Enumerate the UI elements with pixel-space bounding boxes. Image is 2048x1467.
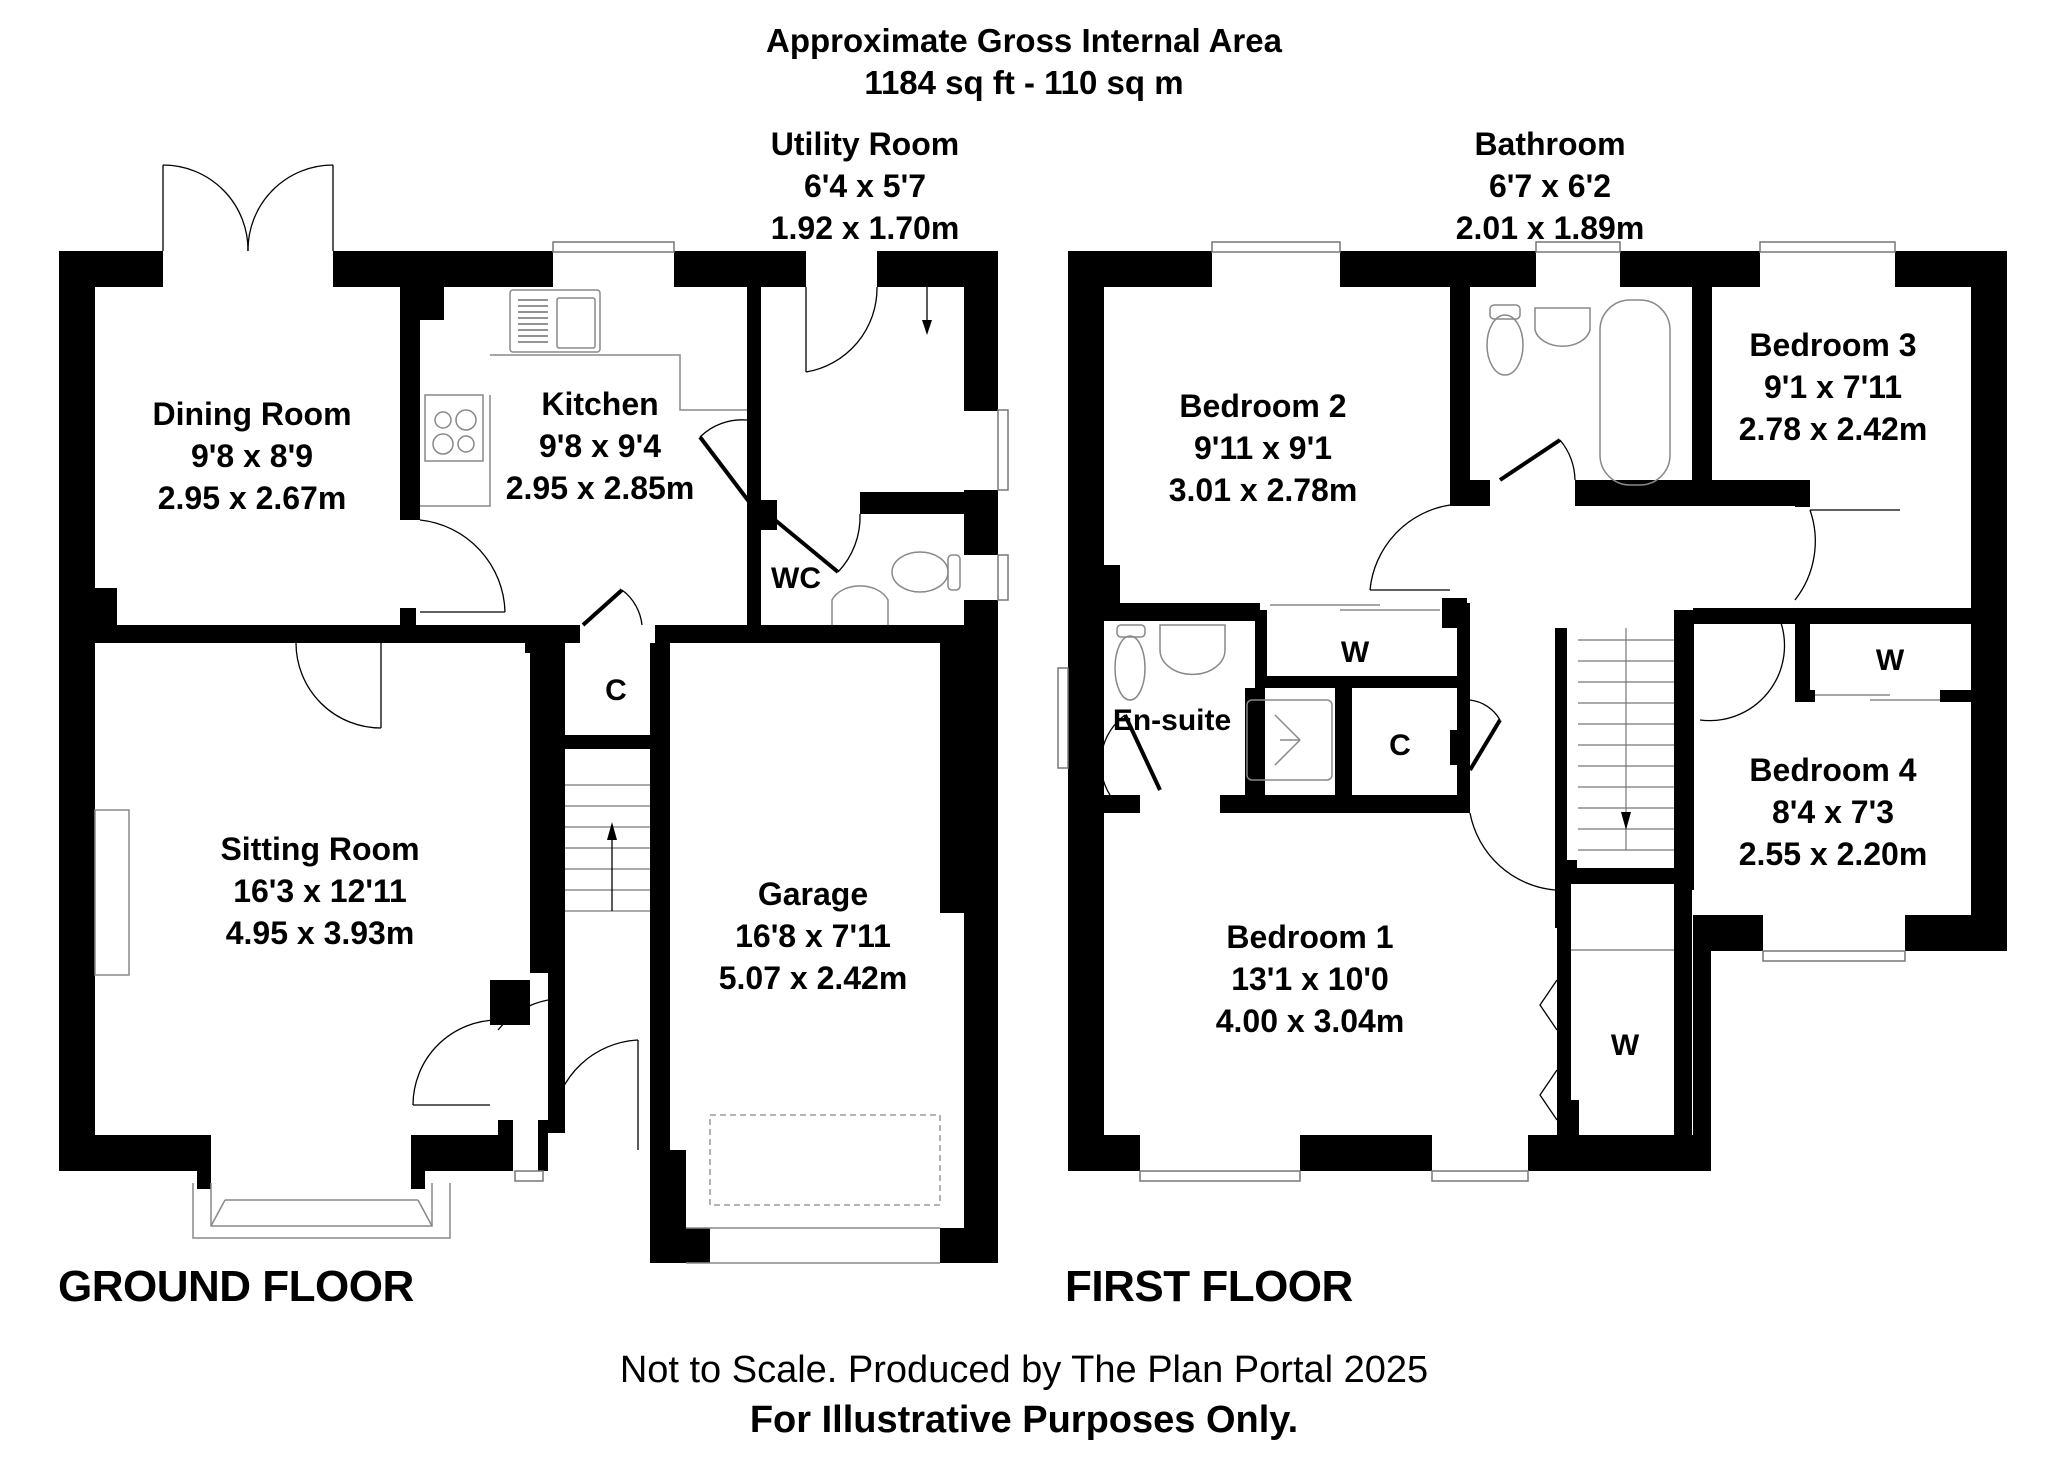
dim-sitting-imperial: 16'3 x 12'11 [233,873,407,909]
label-wardrobe-bedroom4: W [1876,644,1905,677]
area-title: Approximate Gross Internal Area [766,22,1282,59]
label-garage: Garage [758,876,868,912]
area-value: 1184 sq ft - 110 sq m [864,64,1184,101]
dim-kitchen-imperial: 9'8 x 9'4 [539,428,661,464]
label-wardrobe-bedroom2: W [1341,636,1370,669]
label-cupboard-first: C [1389,729,1411,762]
label-bedroom-2: Bedroom 2 [1179,388,1346,424]
dim-bathroom-metric: 2.01 x 1.89m [1456,210,1645,246]
footer: Not to Scale. Produced by The Plan Porta… [0,1345,2048,1445]
dim-bedroom1-imperial: 13'1 x 10'0 [1231,961,1389,997]
label-utility-room: Utility Room [771,126,959,162]
dim-bedroom3-imperial: 9'1 x 7'11 [1764,369,1902,405]
dim-utility-metric: 1.92 x 1.70m [771,210,960,246]
footer-disclaimer: Not to Scale. Produced by The Plan Porta… [619,1349,1429,1391]
dim-bedroom2-imperial: 9'11 x 9'1 [1194,430,1332,466]
label-bathroom: Bathroom [1474,126,1625,162]
dim-bedroom4-metric: 2.55 x 2.20m [1739,836,1928,872]
dim-dining-metric: 2.95 x 2.67m [158,480,347,516]
dim-bedroom4-imperial: 8'4 x 7'3 [1772,794,1894,830]
dim-bedroom1-metric: 4.00 x 3.04m [1216,1003,1405,1039]
dim-sitting-metric: 4.95 x 3.93m [226,915,415,951]
dim-bathroom-imperial: 6'7 x 6'2 [1489,168,1611,204]
label-kitchen: Kitchen [541,386,658,422]
ground-floor-title: GROUND FLOOR [58,1262,414,1311]
label-dining-room: Dining Room [152,396,351,432]
footer-illustrative: For Illustrative Purposes Only. [749,1399,1299,1441]
label-wc: WC [771,562,821,595]
dim-dining-imperial: 9'8 x 8'9 [191,438,313,474]
label-bedroom-1: Bedroom 1 [1226,919,1393,955]
label-bedroom-3: Bedroom 3 [1749,327,1916,363]
label-ensuite: En-suite [1113,704,1231,737]
label-bedroom-4: Bedroom 4 [1749,752,1916,788]
ground-floor-plan [59,164,1009,1264]
dim-garage-imperial: 16'8 x 7'11 [735,918,891,954]
dim-kitchen-metric: 2.95 x 2.85m [506,470,695,506]
area-header: Approximate Gross Internal Area 1184 sq … [0,20,2048,104]
first-floor-plan [1057,241,2007,1182]
dim-utility-imperial: 6'4 x 5'7 [804,168,926,204]
dim-garage-metric: 5.07 x 2.42m [719,960,908,996]
room-labels: Dining Room 9'8 x 8'9 2.95 x 2.67m Kitch… [152,126,1927,1062]
label-cupboard-ground: C [605,674,627,707]
dim-bedroom3-metric: 2.78 x 2.42m [1739,411,1928,447]
first-floor-title: FIRST FLOOR [1065,1262,1353,1311]
dim-bedroom2-metric: 3.01 x 2.78m [1169,472,1358,508]
label-sitting-room: Sitting Room [220,831,419,867]
label-wardrobe-bedroom1: W [1611,1029,1640,1062]
